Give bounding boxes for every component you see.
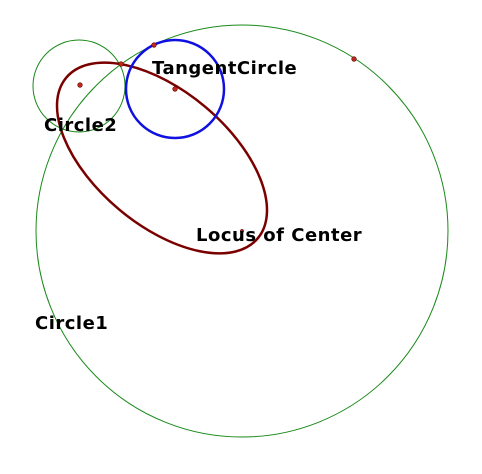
points — [77, 42, 357, 233]
circle1[interactable] — [35, 24, 449, 438]
locus-of-center-ellipse[interactable] — [23, 26, 301, 289]
locus-label: Locus of Center — [196, 225, 362, 246]
point-circle2-center[interactable] — [77, 82, 83, 88]
point-intersection[interactable] — [118, 61, 124, 67]
point-circle1-right[interactable] — [351, 56, 357, 62]
point-tangency-top[interactable] — [151, 42, 157, 48]
point-tangent-center[interactable] — [172, 86, 178, 92]
circle1-label: Circle1 — [35, 313, 108, 334]
tangent-circle-label: TangentCircle — [152, 58, 297, 79]
tangent-circle[interactable] — [124, 38, 226, 140]
circle2-label: Circle2 — [44, 115, 117, 136]
point-locus-focus[interactable] — [240, 229, 244, 233]
